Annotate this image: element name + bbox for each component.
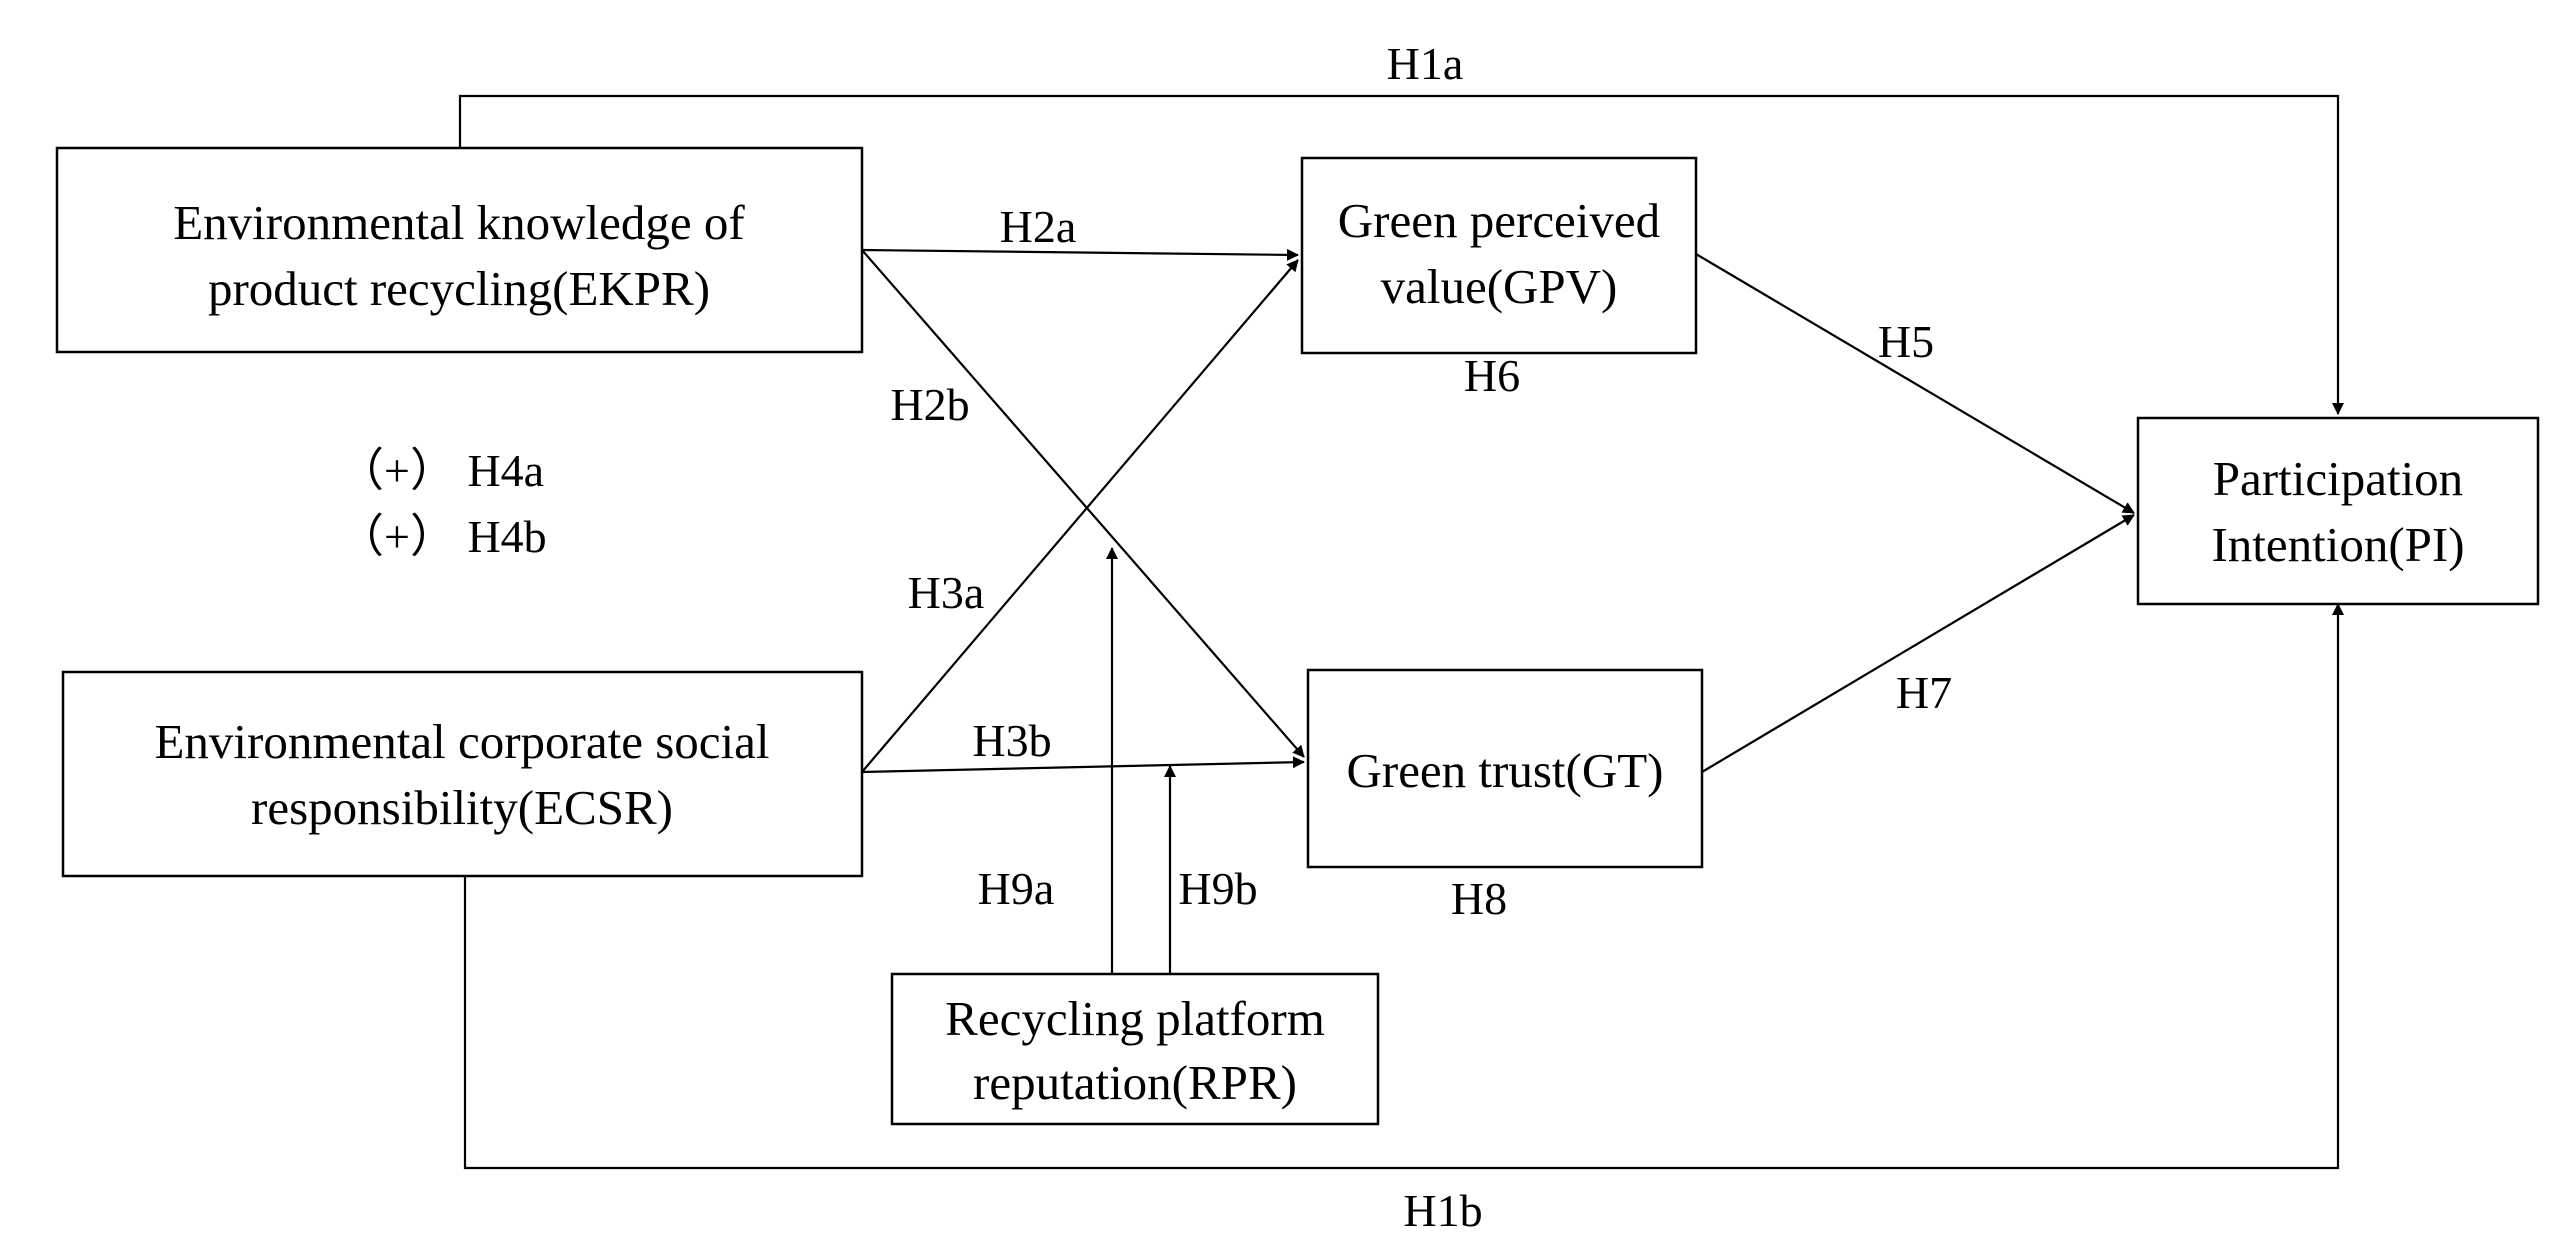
node-ecsr-line1: Environmental corporate social	[155, 714, 770, 769]
node-ecsr-line2: responsibility(ECSR)	[251, 780, 673, 835]
node-ekpr-line1: Environmental knowledge of	[173, 195, 745, 250]
path-h2b	[861, 249, 1305, 758]
label-h4a: （+） H4a	[338, 445, 544, 496]
label-h1a: H1a	[1387, 38, 1464, 89]
path-h1a	[458, 94, 2344, 415]
label-h6: H6	[1464, 350, 1520, 401]
path-h7	[1701, 514, 2135, 773]
label-h3a: H3a	[908, 567, 985, 618]
label-h9a: H9a	[978, 863, 1055, 914]
node-rpr: Recycling platform reputation(RPR)	[890, 972, 1380, 1126]
label-h7: H7	[1896, 667, 1952, 718]
node-gpv-line1: Green perceived	[1338, 193, 1660, 248]
node-gpv: Green perceived value(GPV)	[1300, 156, 1698, 355]
label-h5: H5	[1878, 316, 1934, 367]
path-h1b	[463, 603, 2344, 1170]
path-h3b	[861, 756, 1305, 774]
node-ekpr: Environmental knowledge of product recyc…	[55, 146, 864, 354]
node-rpr-line1: Recycling platform	[945, 991, 1325, 1046]
label-h8: H8	[1451, 873, 1507, 924]
node-pi-line1: Participation	[2213, 451, 2463, 506]
node-gt-line1: Green trust(GT)	[1346, 743, 1663, 798]
node-pi-line2: Intention(PI)	[2211, 517, 2464, 572]
connections	[458, 94, 2344, 1170]
path-h2a	[861, 248, 1299, 261]
label-h2b: H2b	[890, 379, 969, 430]
node-gt: Green trust(GT)	[1306, 668, 1704, 869]
label-h9b: H9b	[1178, 863, 1257, 914]
label-h4b: （+） H4b	[338, 511, 547, 562]
label-h2a: H2a	[1000, 201, 1077, 252]
path-h3a	[861, 259, 1299, 773]
node-ecsr: Environmental corporate social responsib…	[61, 670, 864, 878]
node-gpv-line2: value(GPV)	[1381, 259, 1618, 314]
hypothesis-labels: H1a H1b H2a H2b H3a H3b （+） H4a （+） H4b …	[338, 38, 1952, 1236]
path-h5	[1695, 253, 2135, 514]
label-h1b: H1b	[1403, 1185, 1482, 1236]
node-ekpr-line2: product recycling(EKPR)	[208, 261, 710, 316]
node-rpr-line2: reputation(RPR)	[973, 1055, 1297, 1110]
label-h3b: H3b	[972, 715, 1051, 766]
node-pi: Participation Intention(PI)	[2136, 416, 2540, 606]
